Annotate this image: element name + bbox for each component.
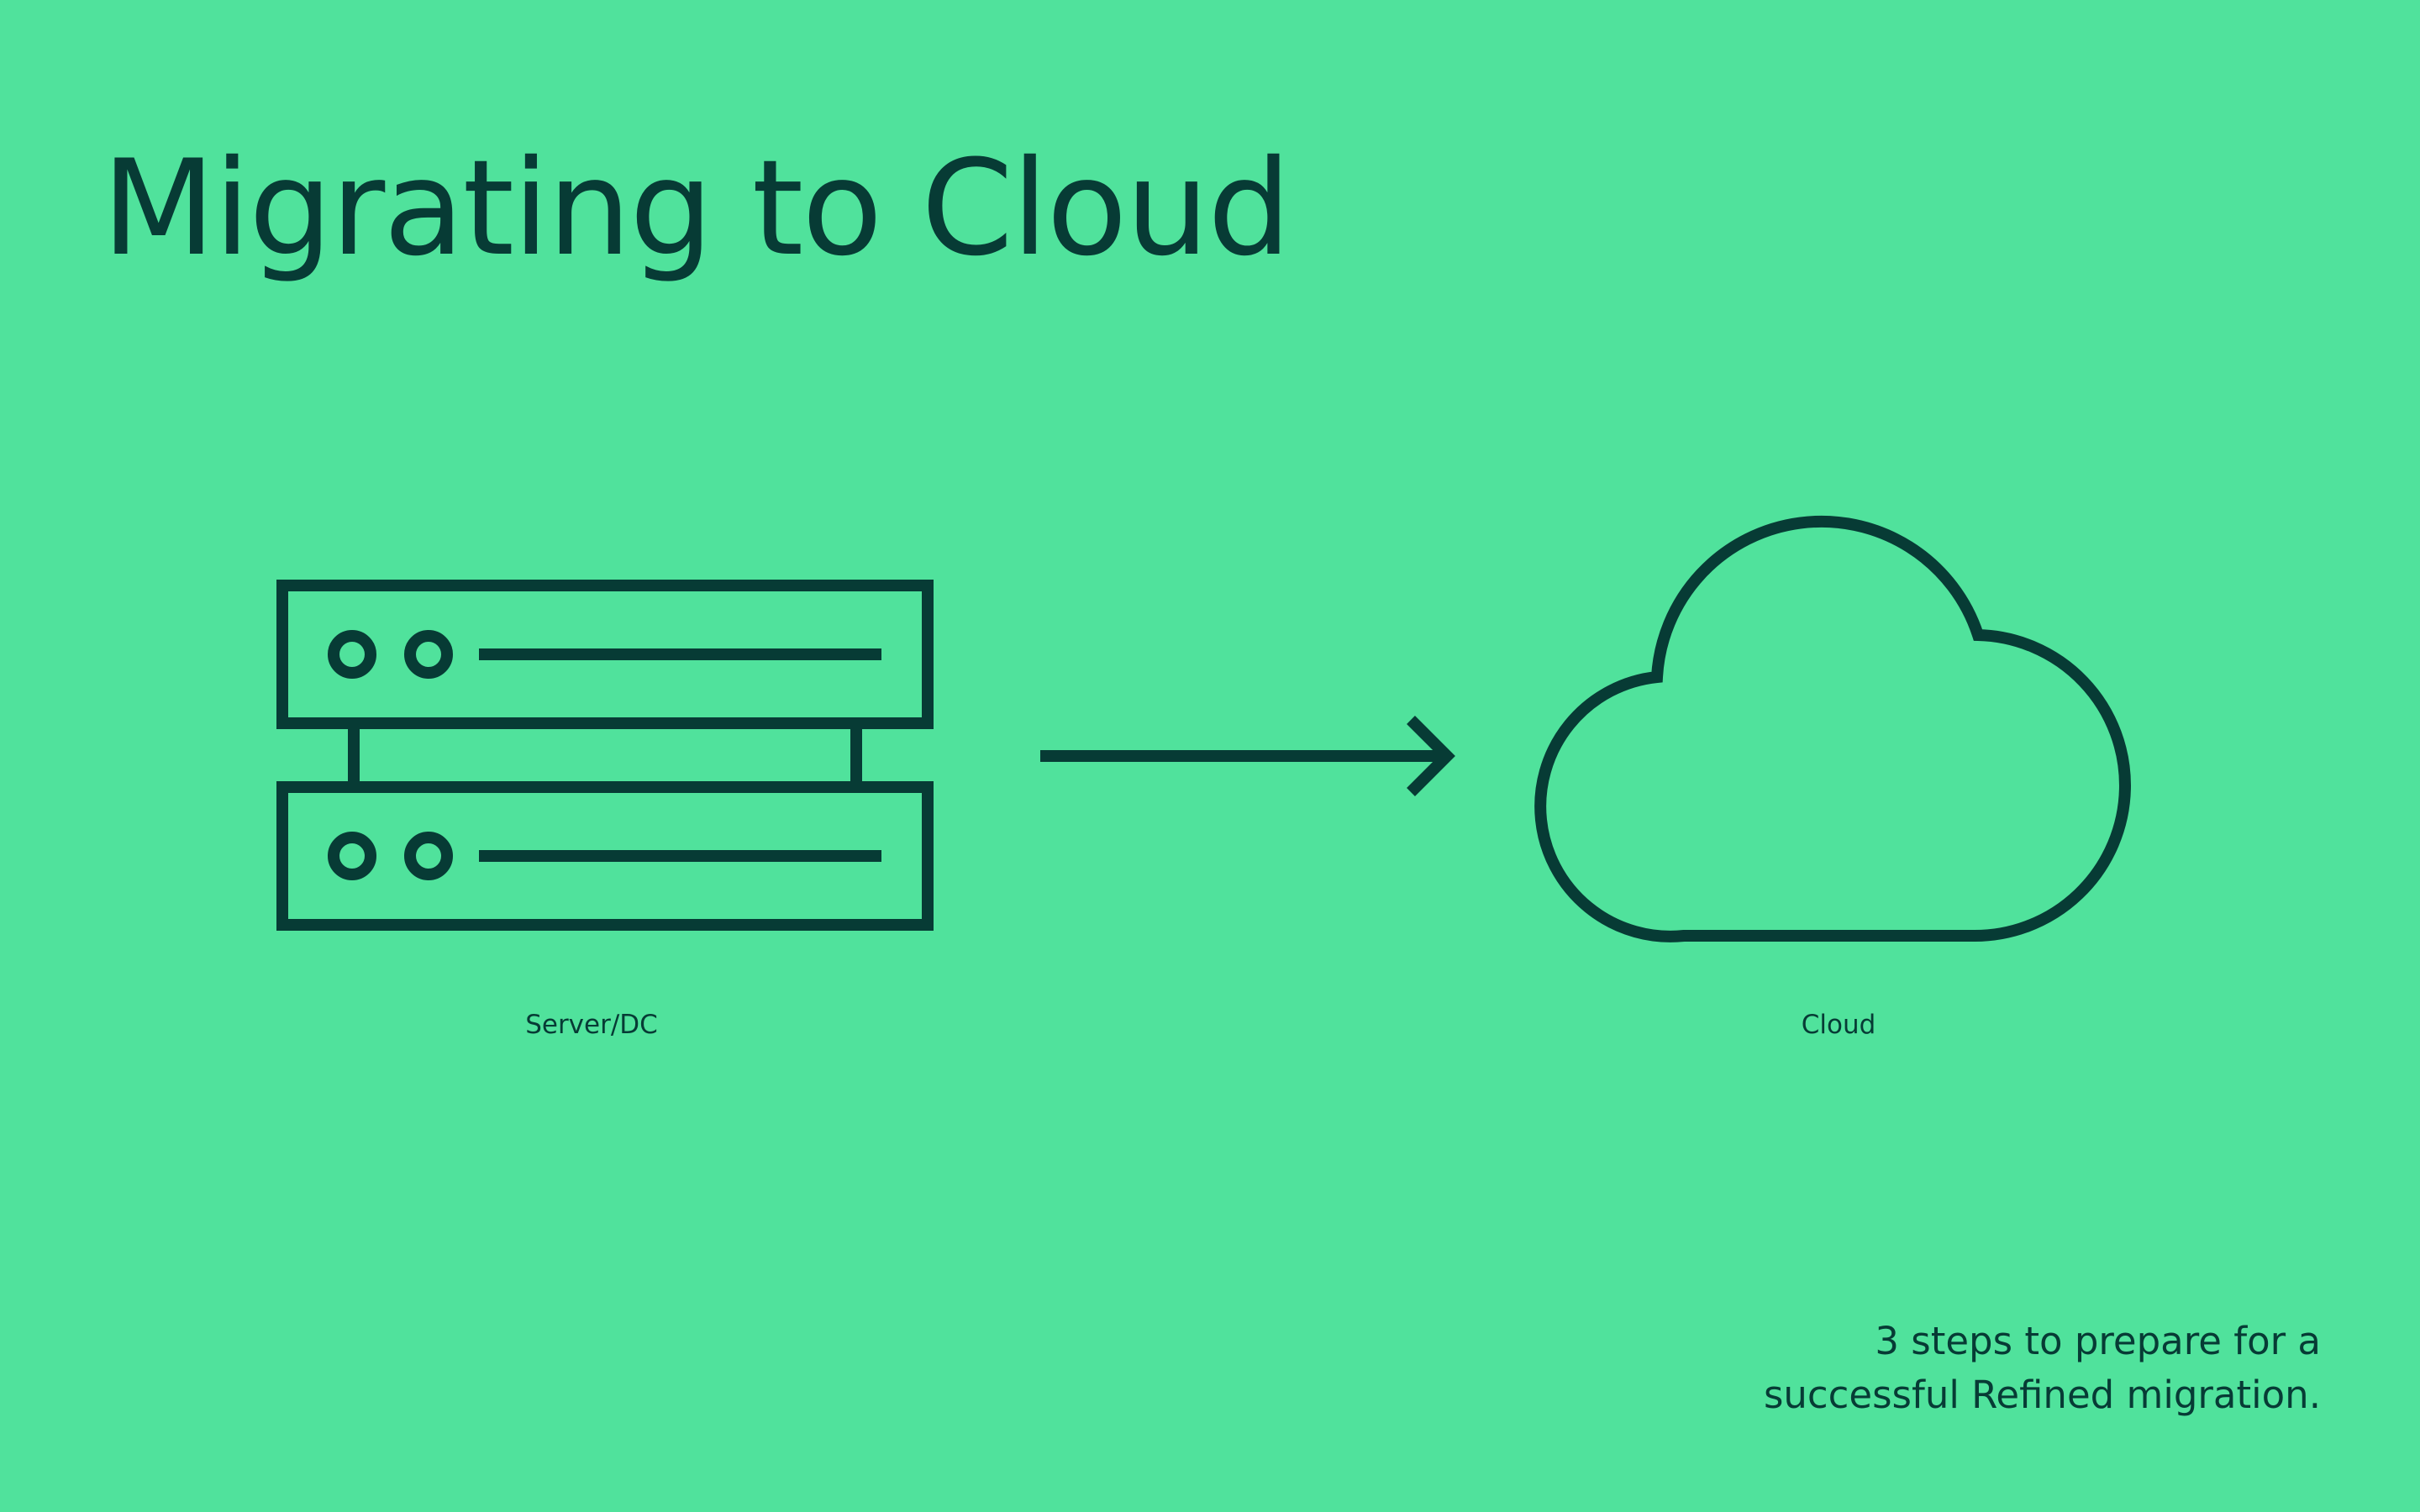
arrow-head bbox=[1407, 716, 1455, 796]
arrow-right-icon bbox=[1040, 716, 1455, 796]
footer-tagline: 3 steps to prepare for a successful Refi… bbox=[1649, 1315, 2321, 1422]
cloud-icon bbox=[1534, 515, 2132, 942]
tagline-line-2: successful Refined migration. bbox=[1763, 1373, 2321, 1417]
server-bottom-indicator-2 bbox=[404, 832, 453, 880]
server-dc-label: Server/DC bbox=[525, 1010, 658, 1040]
server-rack-icon bbox=[276, 580, 934, 931]
server-top-indicator-2 bbox=[404, 630, 453, 679]
cloud-label: Cloud bbox=[1801, 1010, 1876, 1040]
tagline-line-1: 3 steps to prepare for a bbox=[1875, 1319, 2321, 1363]
page-title: Migrating to Cloud bbox=[102, 132, 1292, 286]
server-bottom-indicator-1 bbox=[328, 832, 376, 880]
server-top-indicator-1 bbox=[328, 630, 376, 679]
server-unit-top bbox=[276, 580, 934, 729]
server-unit-bottom bbox=[276, 781, 934, 931]
